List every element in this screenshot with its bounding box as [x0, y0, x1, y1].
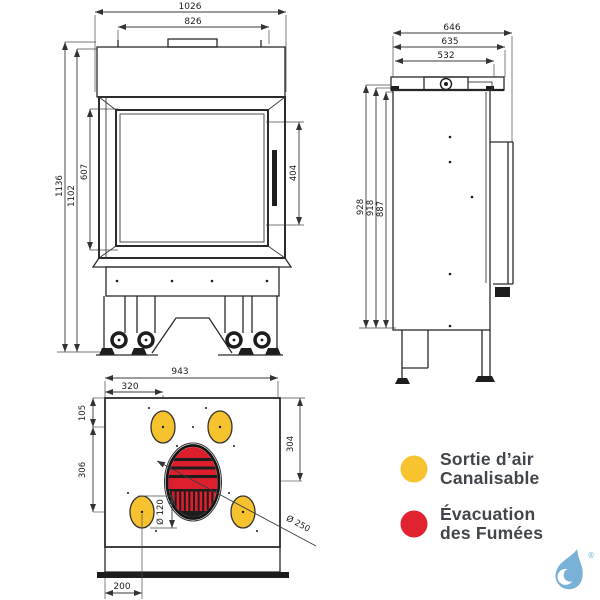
legend-label-smoke-line1: Évacuation	[440, 504, 536, 524]
front-door-frame	[98, 96, 286, 259]
dim-top-width: 943	[171, 367, 188, 377]
side-body	[392, 89, 491, 331]
dim-top-smoke-offset-y: 304	[286, 436, 296, 452]
dim-top-air-row-spacing: 306	[78, 462, 88, 478]
smoke-outlet	[164, 442, 222, 522]
dim-side-depth-body: 532	[437, 51, 454, 61]
top-view: 943 320 105 306 304	[78, 367, 317, 599]
front-top-collar	[167, 38, 218, 48]
front-legs	[96, 296, 283, 356]
dim-top-air-offset-x: 320	[121, 382, 138, 392]
dim-side-height-mid: 918	[366, 200, 376, 216]
air-outlets	[127, 407, 258, 532]
dim-front-width-outer: 1026	[179, 2, 202, 12]
front-view: 1026 826 1136 1102 607 404	[55, 2, 304, 356]
front-glass	[119, 113, 265, 243]
dim-front-height-outer: 1136	[55, 175, 65, 197]
front-base	[105, 266, 280, 297]
front-hood	[96, 46, 286, 98]
dim-top-front-offset: 200	[113, 582, 130, 592]
door-handle	[272, 150, 277, 206]
brand-logo: ®	[555, 549, 594, 590]
front-brace	[151, 317, 233, 354]
dim-top-air-duct-diameter: Ø 120	[155, 499, 166, 525]
dim-side-height-body: 887	[376, 201, 386, 217]
side-legs	[395, 330, 495, 384]
legend-label-smoke-line2: des Fumées	[440, 523, 544, 543]
registered-mark: ®	[587, 551, 594, 560]
dim-front-height-inner: 1102	[67, 185, 77, 207]
dim-top-air-offset-y: 105	[78, 405, 88, 421]
front-sill	[91, 257, 293, 268]
air-outlet-swatch-icon	[400, 455, 428, 483]
legend: Sortie d’air Canalisable Évacuation des …	[400, 450, 580, 560]
legend-label-smoke: Évacuation des Fumées	[440, 505, 543, 543]
dim-front-width-inner: 826	[184, 17, 201, 27]
top-front-edge	[97, 572, 289, 578]
dim-side-depth-mid: 635	[441, 37, 458, 47]
dim-side-depth-outer: 646	[443, 23, 460, 33]
side-door-latch	[495, 287, 510, 297]
water-drop-icon	[555, 549, 583, 590]
legend-item-smoke: Évacuation des Fumées	[400, 505, 580, 543]
legend-label-air-line1: Sortie d’air	[440, 449, 534, 469]
dim-side-height-outer: 928	[356, 199, 366, 215]
side-view: 646 635 532 928 918 887	[356, 23, 514, 384]
legend-label-air: Sortie d’air Canalisable	[440, 450, 539, 488]
dim-front-door-height: 607	[80, 164, 90, 180]
smoke-outlet-swatch-icon	[400, 510, 428, 538]
front-glass-frame	[115, 109, 269, 247]
dim-front-glass-height: 404	[289, 165, 299, 181]
legend-item-air: Sortie d’air Canalisable	[400, 450, 580, 488]
caster-wheel	[110, 331, 271, 349]
legend-label-air-line2: Canalisable	[440, 468, 540, 488]
